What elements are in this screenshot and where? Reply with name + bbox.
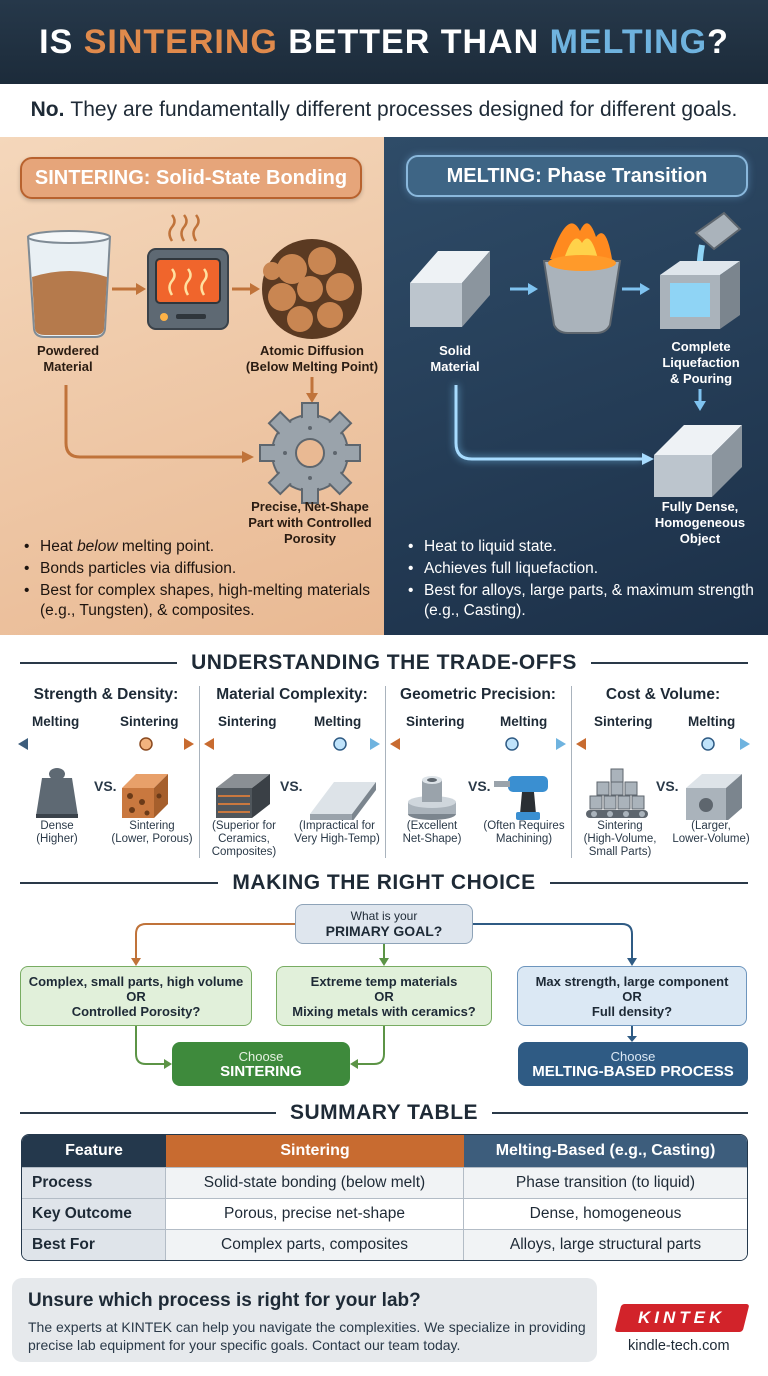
scale-bar-icon xyxy=(18,737,194,818)
tradeoff-cost: Cost & Volume: Sintering Melting VS. Sin… xyxy=(572,680,754,864)
table-row: Best For Complex parts, composites Alloy… xyxy=(22,1229,747,1260)
page-header: IS SINTERING BETTER THAN MELTING? xyxy=(0,0,768,84)
result-melting: Choose MELTING-BASED PROCESS xyxy=(518,1042,748,1086)
table-cell: Solid-state bonding (below melt) xyxy=(166,1167,464,1198)
melting-title: MELTING: Phase Transition xyxy=(406,155,748,197)
scale-bar-icon xyxy=(576,737,750,820)
tradeoff-strength: Strength & Density: Melting Sintering VS… xyxy=(14,680,198,864)
column-divider xyxy=(571,686,572,858)
column-header: Melting-Based (e.g., Casting) xyxy=(464,1135,747,1167)
melting-panel: MELTING: Phase Transition xyxy=(384,137,768,635)
table-row: Process Solid-state bonding (below melt)… xyxy=(22,1167,747,1198)
sintering-bullet: Bonds particles via diffusion. xyxy=(24,559,374,579)
column-header: Sintering xyxy=(166,1135,464,1167)
particles-icon xyxy=(262,239,362,339)
table-cell: Process xyxy=(22,1167,166,1198)
tradeoffs-heading: UNDERSTANDING THE TRADE-OFFS xyxy=(20,648,749,678)
sintering-diagram xyxy=(26,214,362,504)
column-divider xyxy=(199,686,200,858)
table-cell: Porous, precise net-shape xyxy=(166,1198,464,1229)
label-net-shape-part: Precise, Net-Shape Part with Controlled … xyxy=(248,499,372,546)
melting-bullets: Heat to liquid state. Achieves full liqu… xyxy=(408,537,758,623)
table-cell: Best For xyxy=(22,1229,166,1260)
crucible-flame-icon xyxy=(542,223,622,334)
composite-layers-icon xyxy=(216,774,270,818)
scale-bar-icon xyxy=(390,737,566,820)
kintek-logo[interactable]: KINTEK xyxy=(614,1304,750,1332)
decision-connectors xyxy=(131,923,637,1069)
table-cell: Complex parts, composites xyxy=(166,1229,464,1260)
label-atomic-diffusion: Atomic Diffusion (Below Melting Point) xyxy=(245,343,379,374)
melting-bullet: Best for alloys, large parts, & maximum … xyxy=(408,581,758,621)
melting-bullet: Heat to liquid state. xyxy=(408,537,758,557)
summary-heading: SUMMARY TABLE xyxy=(20,1098,749,1128)
furnace-icon xyxy=(147,214,229,330)
metal-ingot-icon xyxy=(310,782,376,820)
website-link[interactable]: kindle-tech.com xyxy=(628,1338,730,1354)
precision-part-icon xyxy=(408,776,456,820)
cta-text: The experts at KINTEK can help you navig… xyxy=(28,1319,586,1353)
table-header-row: Feature Sintering Melting-Based (e.g., C… xyxy=(22,1135,747,1167)
dense-block-icon xyxy=(654,425,742,497)
cta-question: Unsure which process is right for your l… xyxy=(28,1290,421,1311)
metal-block-icon xyxy=(410,251,490,327)
pouring-mold-icon xyxy=(660,211,742,329)
porous-cube-icon xyxy=(122,774,168,818)
answer-line: No.They are fundamentally different proc… xyxy=(30,98,738,121)
sintering-title: SINTERING: Solid-State Bonding xyxy=(20,157,362,199)
tradeoff-precision: Geometric Precision: Sintering Melting V… xyxy=(386,680,570,864)
sintering-panel: SINTERING: Solid-State Bonding xyxy=(0,137,384,635)
table-cell: Phase transition (to liquid) xyxy=(464,1167,747,1198)
label-solid-material: Solid Material xyxy=(430,343,480,374)
scale-bar-icon xyxy=(204,737,380,820)
sintering-bullet: Heat below melting point. xyxy=(24,537,374,557)
conveyor-parts-icon xyxy=(586,768,648,818)
footer: Unsure which process is right for your l… xyxy=(0,1274,768,1376)
option-sintering-extreme-temp: Extreme temp materials OR Mixing metals … xyxy=(276,966,492,1026)
sintering-bullets: Heat below melting point. Bonds particle… xyxy=(24,537,374,623)
table-row: Key Outcome Porous, precise net-shape De… xyxy=(22,1198,747,1229)
table-cell: Key Outcome xyxy=(22,1198,166,1229)
sintering-bullet: Best for complex shapes, high-melting ma… xyxy=(24,581,374,621)
table-cell: Dense, homogeneous xyxy=(464,1198,747,1229)
option-sintering-small-parts: Complex, small parts, high volume OR Con… xyxy=(20,966,252,1026)
column-divider xyxy=(385,686,386,858)
melting-diagram xyxy=(410,211,742,497)
label-powdered-material: Powdered Material xyxy=(36,343,100,374)
primary-goal-box: What is your PRIMARY GOAL? xyxy=(295,904,473,944)
column-header: Feature xyxy=(22,1135,166,1167)
result-sintering: Choose SINTERING xyxy=(172,1042,350,1086)
large-block-icon xyxy=(686,774,742,820)
page-title: IS SINTERING BETTER THAN MELTING? xyxy=(39,22,729,61)
option-melting-max-strength: Max strength, large component OR Full de… xyxy=(517,966,747,1026)
melting-bullet: Achieves full liquefaction. xyxy=(408,559,758,579)
drill-icon xyxy=(494,776,548,820)
summary-table: Feature Sintering Melting-Based (e.g., C… xyxy=(21,1134,748,1261)
weight-icon xyxy=(36,768,78,818)
gear-part-icon xyxy=(259,402,361,504)
choice-heading: MAKING THE RIGHT CHOICE xyxy=(20,868,749,898)
tradeoff-complexity: Material Complexity: Sintering Melting V… xyxy=(200,680,384,864)
label-liquefaction: Complete Liquefaction & Pouring xyxy=(662,339,740,386)
beaker-powder-icon xyxy=(26,230,112,338)
cta-card: Unsure which process is right for your l… xyxy=(12,1278,597,1362)
table-cell: Alloys, large structural parts xyxy=(464,1229,747,1260)
